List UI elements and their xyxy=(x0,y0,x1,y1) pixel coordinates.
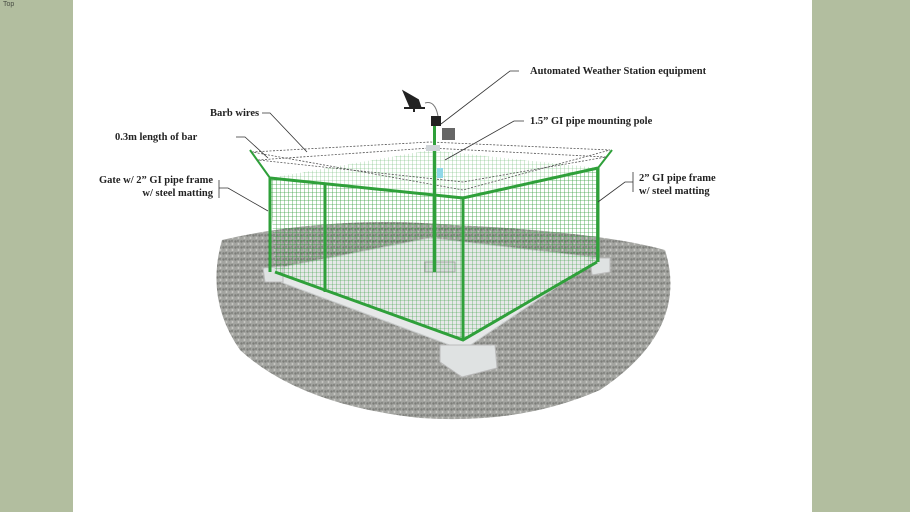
label-mounting-pole: 1.5” GI pipe mounting pole xyxy=(530,116,653,127)
fence-mesh xyxy=(270,150,598,340)
label-gate-line2: w/ steel matting xyxy=(142,188,213,199)
leader-lines xyxy=(218,70,634,212)
label-frame-line2: w/ steel matting xyxy=(639,186,710,197)
label-bar-length: 0.3m length of bar xyxy=(115,132,198,143)
fence-frame xyxy=(249,149,613,342)
label-gate: Gate w/ 2” GI pipe frame w/ steel mattin… xyxy=(99,174,213,200)
label-gate-line1: Gate w/ 2” GI pipe frame xyxy=(98,175,213,186)
barb-wires xyxy=(251,141,611,191)
label-frame-line1: 2” GI pipe frame xyxy=(639,173,716,184)
label-aws-equipment: Automated Weather Station equipment xyxy=(530,66,707,77)
aws-mast xyxy=(401,89,455,272)
label-barb-wires: Barb wires xyxy=(210,108,260,119)
label-pipe-frame: 2” GI pipe frame w/ steel matting xyxy=(639,172,716,198)
camera-view-label: Top xyxy=(3,1,15,8)
